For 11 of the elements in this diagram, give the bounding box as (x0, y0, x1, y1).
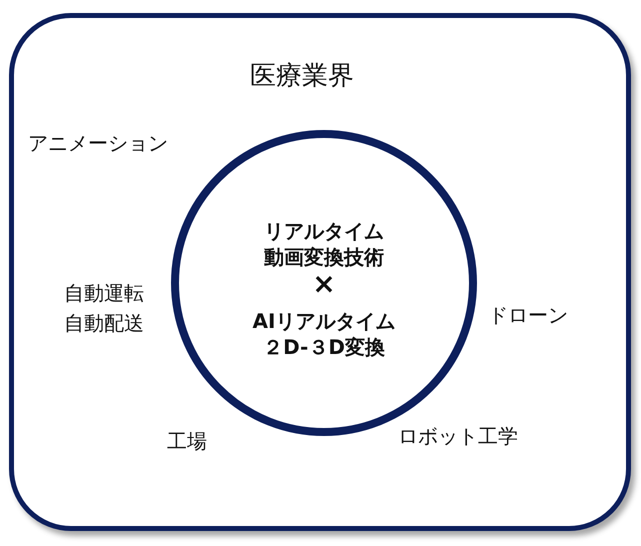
frame-background (9, 13, 631, 531)
field-label: ロボット工学 (398, 423, 518, 450)
heading-text: リアルタイム動画変換技術 (263, 218, 385, 270)
field-label: 自動配送 (64, 310, 144, 337)
field-label: 医療業界 (250, 60, 354, 93)
field-label: ドローン (488, 302, 568, 329)
field-label: アニメーション (28, 130, 168, 157)
heading-text: AIリアルタイム２D-３D変換 (252, 308, 396, 360)
field-label: 工場 (167, 428, 207, 455)
multiply-sign: × (311, 271, 336, 297)
field-label: 自動運転 (64, 280, 144, 307)
